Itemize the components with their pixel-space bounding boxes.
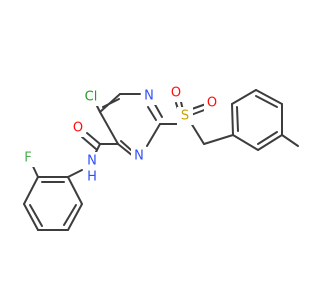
bond-n3-c4-double xyxy=(120,140,132,151)
molecule-canvas: Cl N N O N H S O O F xyxy=(20,84,299,231)
atom-oxygen-sulfonyl-right: O xyxy=(207,96,217,111)
atom-fluorine: F xyxy=(24,151,31,166)
molecule-structure: Cl N N O N H S O O F xyxy=(20,84,299,231)
bond-ar2-1d xyxy=(236,106,239,132)
bond-c4-c5 xyxy=(99,111,119,145)
bond-c6-c6-double xyxy=(102,98,120,108)
bond-n3-c4 xyxy=(117,143,134,157)
bond-ar2-2 xyxy=(231,89,257,105)
bond-ar1-5 xyxy=(67,203,83,231)
atom-nitrogen-ring-top: N xyxy=(144,89,154,104)
bond-carbonyl-o-2 xyxy=(81,136,97,150)
bond-ar1-5d xyxy=(63,204,77,226)
bond-ar2-5d xyxy=(257,131,278,145)
atom-labels: Cl N N O N H S O O F xyxy=(20,84,220,186)
bond-ar2-3 xyxy=(255,89,283,105)
atom-oxygen-carbonyl: O xyxy=(73,121,83,136)
atom-chlorine: Cl xyxy=(85,90,98,105)
bond-ar2-methyl xyxy=(281,134,299,147)
bond-c2-n3 xyxy=(146,123,161,147)
bond-ar1-3d xyxy=(29,204,43,227)
atom-nitrogen-amide: N xyxy=(87,154,97,169)
bond-carbonyl-o-1 xyxy=(86,132,101,145)
atom-sulfur: S xyxy=(181,109,189,124)
bond-ar1-2 xyxy=(23,176,39,205)
bond-ar2-5 xyxy=(257,134,283,151)
bond-ar2-6 xyxy=(232,134,259,151)
atom-hydrogen-amide: H xyxy=(87,170,97,185)
bond-ar2-1 xyxy=(231,103,234,136)
bonds xyxy=(23,89,299,231)
bond-ar1-3 xyxy=(23,203,39,231)
bond-ch2-aryl xyxy=(203,134,234,145)
bond-n-aryl xyxy=(67,169,83,178)
atom-nitrogen-ring-bottom: N xyxy=(134,149,144,164)
bond-n1-c2-double xyxy=(147,106,157,121)
bond-ar2-3d xyxy=(255,95,278,108)
atom-oxygen-sulfonyl-left: O xyxy=(171,86,181,101)
bond-ar1-6 xyxy=(67,176,83,205)
bond-s-ch2 xyxy=(190,122,205,145)
